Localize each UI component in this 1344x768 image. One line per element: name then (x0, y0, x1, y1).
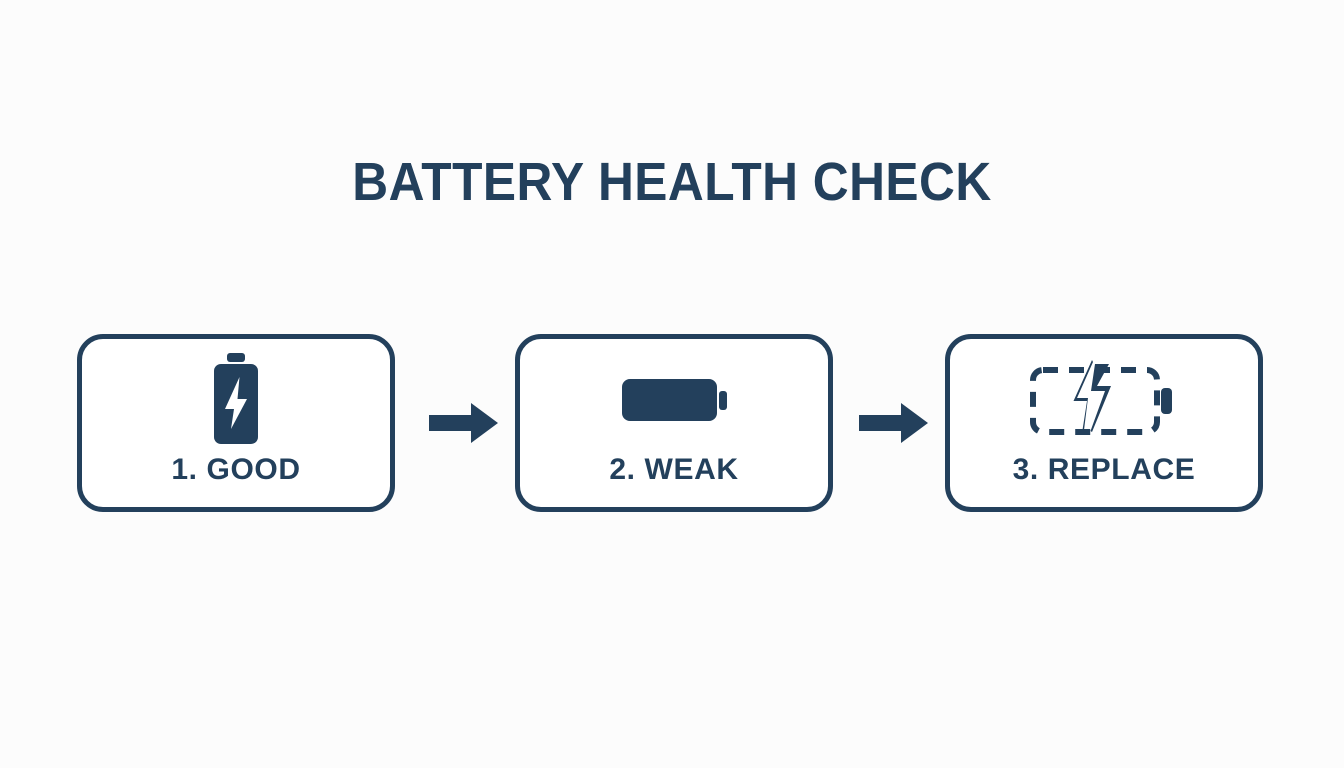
step-card-good[interactable]: 1. GOOD (77, 334, 395, 512)
battery-dashed-broken-bolt-icon (1030, 360, 1172, 435)
step-label-weak: 2. WEAK (609, 453, 739, 486)
battery-health-flow: 1. GOOD 2. WEAK (77, 334, 1265, 512)
arrow-right-icon (859, 403, 928, 443)
step-icon-good (204, 351, 268, 447)
arrow-right-icon (429, 403, 498, 443)
step-card-replace[interactable]: 3. REPLACE (945, 334, 1263, 512)
battery-horizontal-filled-icon (622, 379, 727, 421)
flow-arrow-weak-to-replace (859, 402, 929, 444)
step-icon-replace (1029, 351, 1179, 447)
battery-full-vertical-bolt-icon (214, 353, 258, 444)
step-label-replace: 3. REPLACE (1012, 453, 1196, 486)
step-label-good: 1. GOOD (171, 453, 301, 486)
step-card-weak[interactable]: 2. WEAK (515, 334, 833, 512)
page-title: BATTERY HEALTH CHECK (352, 152, 992, 212)
flow-arrow-good-to-weak (429, 402, 499, 444)
step-icon-weak (620, 351, 728, 447)
